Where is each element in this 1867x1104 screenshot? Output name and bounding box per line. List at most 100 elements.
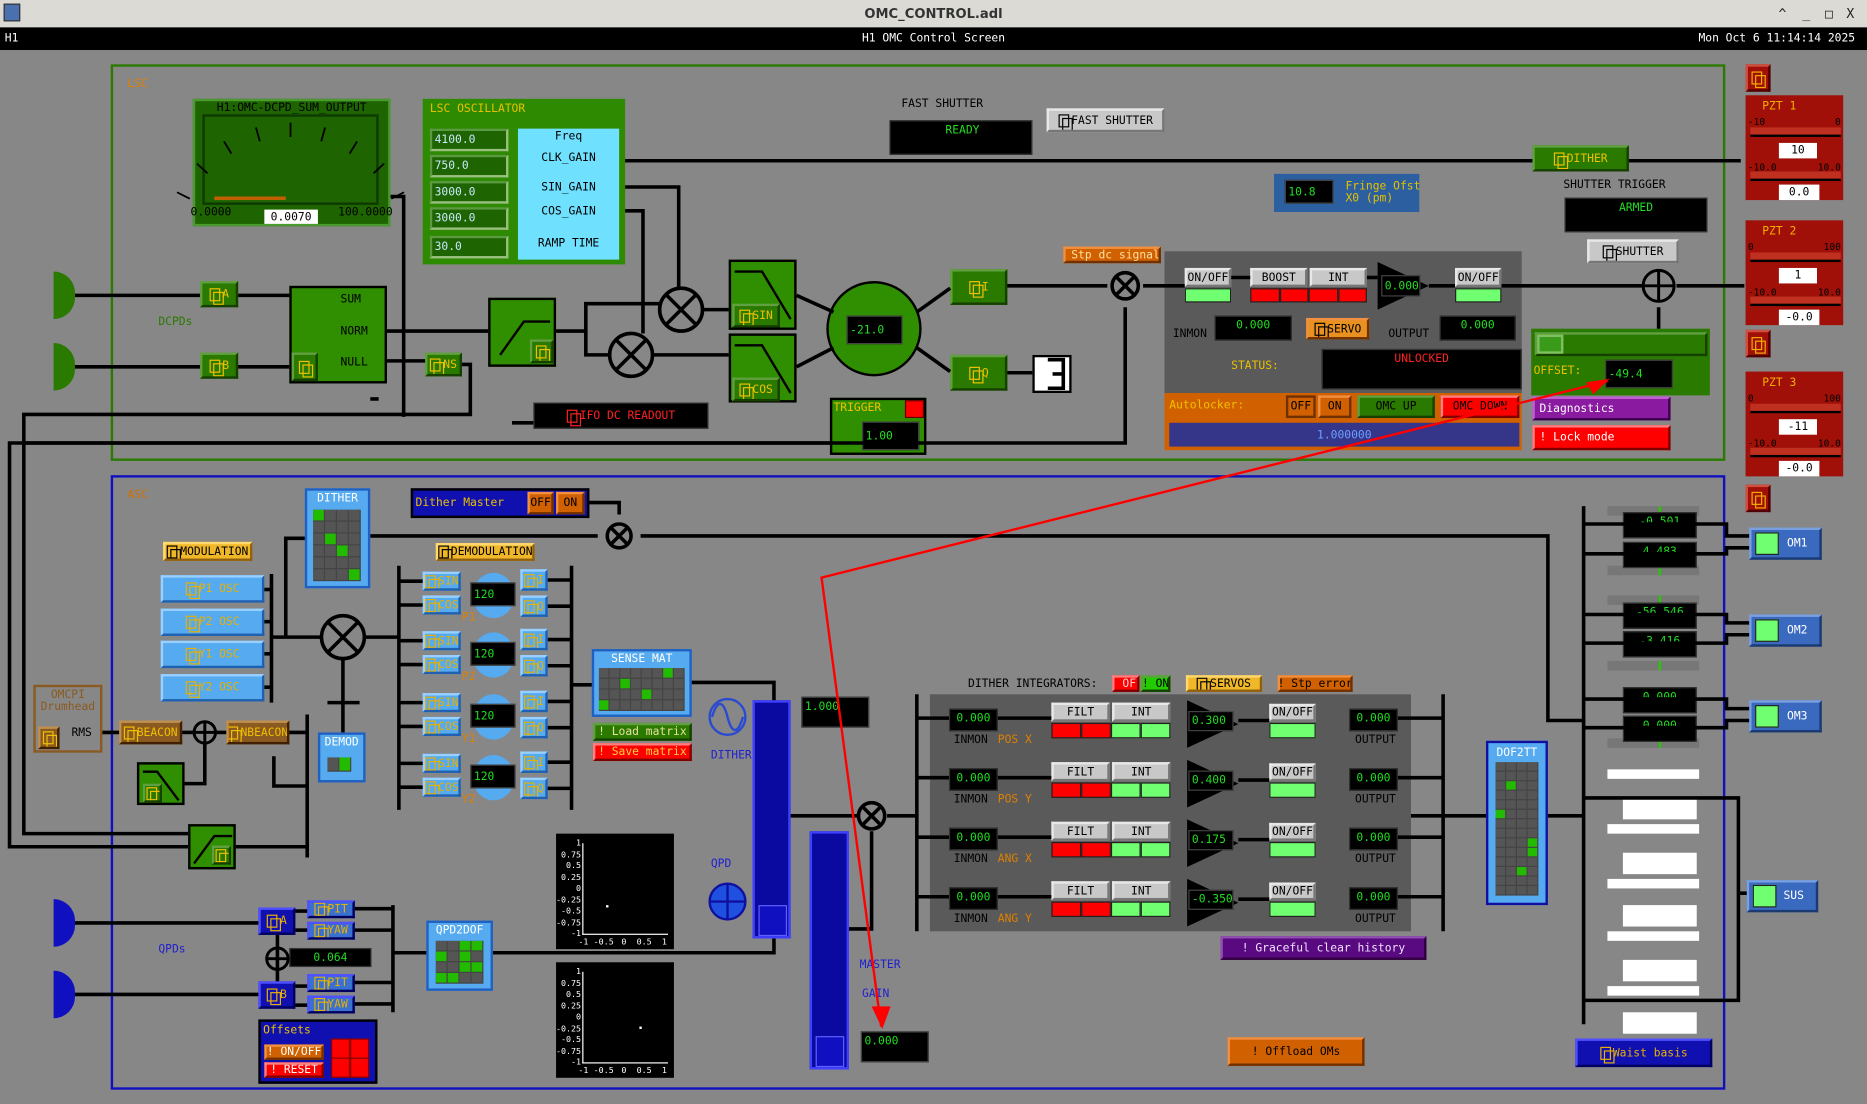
load-matrix-button[interactable]: ! Load matrix bbox=[592, 722, 692, 741]
matrix-cell[interactable] bbox=[1506, 866, 1516, 876]
matrix-cell[interactable] bbox=[1516, 857, 1527, 866]
matrix-cell[interactable] bbox=[631, 689, 641, 700]
matrix-cell[interactable] bbox=[652, 668, 663, 678]
servo-boost-button[interactable]: BOOST bbox=[1250, 267, 1308, 288]
matrix-cell[interactable] bbox=[1506, 857, 1516, 866]
demod-sin-button[interactable]: SIN bbox=[422, 631, 461, 651]
matrix-cell[interactable] bbox=[435, 951, 447, 962]
matrix-cell[interactable] bbox=[348, 509, 360, 521]
oscillator-button[interactable]: Y2 OSC bbox=[160, 674, 265, 702]
matrix-cell[interactable] bbox=[336, 569, 348, 580]
qpd-yaw-button[interactable]: YAW bbox=[307, 921, 355, 940]
qpd-a-button[interactable]: A bbox=[258, 907, 296, 935]
matrix-cell[interactable] bbox=[1506, 771, 1516, 781]
dither-master-on[interactable]: ON bbox=[556, 491, 585, 515]
matrix-cell[interactable] bbox=[327, 757, 339, 771]
master-gain-bar[interactable] bbox=[809, 831, 849, 1070]
pzt-slider1[interactable] bbox=[1750, 403, 1841, 414]
demod-sin-button[interactable]: SIN bbox=[422, 693, 461, 713]
matrix-cell[interactable] bbox=[1495, 819, 1506, 828]
omc-down-button[interactable]: OMC DOWN bbox=[1440, 395, 1520, 419]
matrix-cell[interactable] bbox=[1516, 876, 1527, 885]
matrix-cell[interactable] bbox=[471, 962, 483, 972]
demodulation-button[interactable]: DEMODULATION bbox=[435, 543, 535, 561]
omcpi-button[interactable] bbox=[38, 726, 60, 750]
matrix-cell[interactable] bbox=[1495, 866, 1506, 876]
matrix-cell[interactable] bbox=[325, 533, 336, 545]
matrix-cell[interactable] bbox=[652, 700, 663, 710]
oscillator-input[interactable]: 750.0 bbox=[429, 154, 509, 178]
servo-input-on-off[interactable]: ON/OFF bbox=[1184, 267, 1232, 288]
matrix-cell[interactable] bbox=[447, 940, 459, 951]
matrix-cell[interactable] bbox=[1527, 838, 1538, 847]
matrix-cell[interactable] bbox=[1495, 790, 1506, 800]
matrix-cell[interactable] bbox=[598, 689, 609, 700]
matrix-cell[interactable] bbox=[348, 533, 360, 545]
oscillator-input[interactable]: 3000.0 bbox=[429, 207, 509, 230]
matrix-cell[interactable] bbox=[652, 678, 663, 689]
integrator-int-button[interactable]: INT bbox=[1112, 702, 1171, 722]
dither-gain-bar[interactable] bbox=[752, 700, 791, 939]
matrix-cell[interactable] bbox=[1516, 809, 1527, 819]
demod-phase-value[interactable]: 120 bbox=[470, 703, 516, 728]
matrix-cell[interactable] bbox=[1516, 838, 1527, 847]
close-button[interactable]: X bbox=[1846, 5, 1855, 21]
oscillator-input[interactable]: 4100.0 bbox=[429, 128, 509, 152]
fringe-offset-value[interactable]: 10.8 bbox=[1284, 179, 1334, 204]
matrix-cell[interactable] bbox=[631, 668, 641, 678]
qpd-pit-button[interactable]: PIT bbox=[307, 974, 355, 993]
integrators-on-button[interactable]: ! ON bbox=[1140, 675, 1171, 692]
matrix-cell[interactable] bbox=[1506, 809, 1516, 819]
matrix-cell[interactable] bbox=[1527, 828, 1538, 838]
matrix-cell[interactable] bbox=[641, 668, 652, 678]
matrix-cell[interactable] bbox=[447, 962, 459, 972]
dcpd-b-button[interactable]: B bbox=[200, 352, 239, 379]
i-button[interactable]: I bbox=[950, 269, 1008, 305]
matrix-cell[interactable] bbox=[459, 962, 471, 972]
pzt-slider1-input[interactable]: 1 bbox=[1778, 267, 1817, 284]
integrator-filt-button[interactable]: FILT bbox=[1051, 762, 1110, 782]
sin-button[interactable]: SIN bbox=[732, 303, 780, 328]
demod-phase-value[interactable]: 120 bbox=[470, 764, 516, 789]
matrix-cell[interactable] bbox=[1527, 886, 1538, 895]
matrix-cell[interactable] bbox=[1527, 809, 1538, 819]
matrix-cell[interactable] bbox=[1516, 828, 1527, 838]
matrix-cell[interactable] bbox=[336, 521, 348, 533]
matrix-cell[interactable] bbox=[435, 972, 447, 983]
matrix-cell[interactable] bbox=[598, 668, 609, 678]
matrix-cell[interactable] bbox=[435, 940, 447, 951]
oscillator-input[interactable]: 3000.0 bbox=[429, 181, 509, 204]
matrix-cell[interactable] bbox=[663, 678, 673, 689]
matrix-cell[interactable] bbox=[641, 689, 652, 700]
oscillator-button[interactable]: P1 OSC bbox=[160, 575, 265, 603]
matrix-cell[interactable] bbox=[1527, 847, 1538, 857]
matrix-cell[interactable] bbox=[325, 569, 336, 580]
matrix-cell[interactable] bbox=[663, 700, 673, 710]
matrix-cell[interactable] bbox=[609, 668, 620, 678]
matrix-cell[interactable] bbox=[313, 509, 324, 521]
integrator-gain[interactable]: -0.350 bbox=[1188, 889, 1234, 910]
matrix-cell[interactable] bbox=[1516, 790, 1527, 800]
pzt-slider2-input[interactable]: -0.0 bbox=[1778, 309, 1820, 326]
demod-i-button[interactable]: I bbox=[520, 690, 548, 713]
lowpass-filter-button[interactable] bbox=[142, 783, 162, 803]
matrix-cell[interactable] bbox=[1506, 781, 1516, 790]
demod-cos-button[interactable]: COS bbox=[422, 595, 461, 615]
phase-value[interactable]: -21.0 bbox=[846, 315, 903, 345]
beacon-button[interactable]: BEACON bbox=[119, 720, 183, 745]
matrix-cell[interactable] bbox=[313, 569, 324, 580]
collapse-button[interactable]: ^ bbox=[1778, 5, 1787, 21]
matrix-cell[interactable] bbox=[336, 509, 348, 521]
matrix-cell[interactable] bbox=[1516, 886, 1527, 895]
matrix-cell[interactable] bbox=[1527, 781, 1538, 790]
demod-sin-button[interactable]: SIN bbox=[422, 753, 461, 773]
matrix-cell[interactable] bbox=[1527, 771, 1538, 781]
matrix-cell[interactable] bbox=[1506, 876, 1516, 885]
matrix-cell[interactable] bbox=[641, 700, 652, 710]
demod-cos-button[interactable]: COS bbox=[422, 716, 461, 736]
stp-dc-signals-button[interactable]: ! Stp dc signals bbox=[1063, 246, 1161, 264]
integrator-int-button[interactable]: INT bbox=[1112, 762, 1171, 782]
oscillator-button[interactable]: Y1 OSC bbox=[160, 640, 265, 669]
matrix-cell[interactable] bbox=[663, 668, 673, 678]
matrix-cell[interactable] bbox=[459, 940, 471, 951]
